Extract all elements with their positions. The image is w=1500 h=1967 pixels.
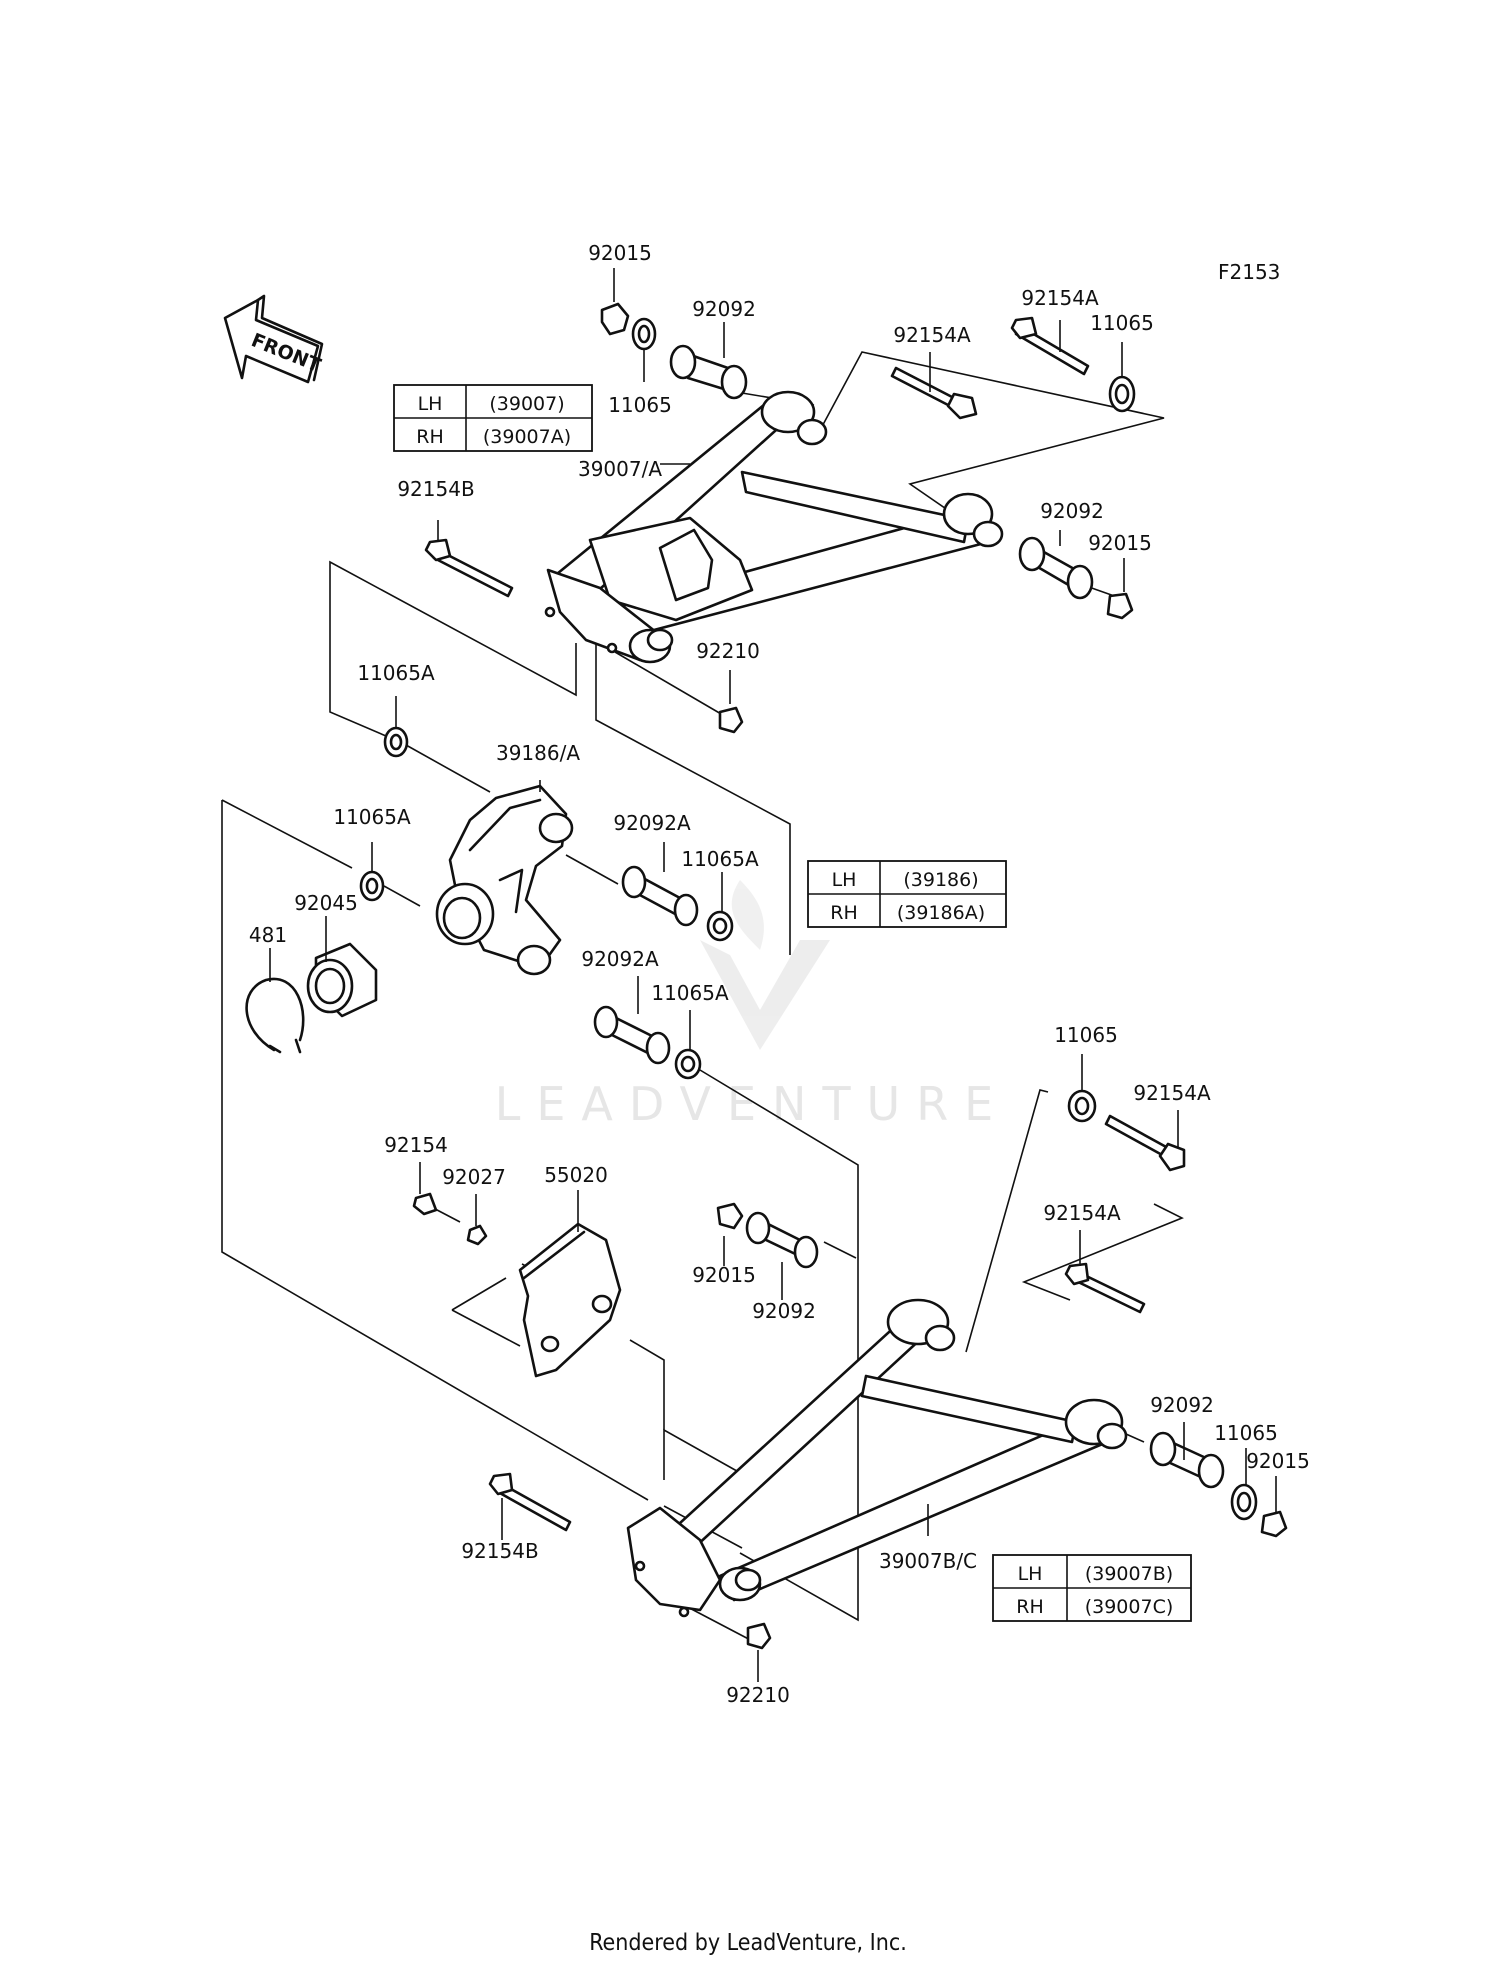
- nut-92015-lower: [716, 1202, 744, 1230]
- table-cell: LH: [1018, 1563, 1043, 1585]
- label-92092-upper-right: 92092: [1040, 499, 1104, 523]
- footer-text: Rendered by LeadVenture, Inc.: [589, 1930, 907, 1956]
- label-92154-small: 92154: [384, 1133, 448, 1157]
- label-92210-lower: 92210: [726, 1683, 790, 1707]
- ring-481: [245, 977, 305, 1054]
- table-cell: (39007): [489, 393, 564, 415]
- label-92154B-lower: 92154B: [461, 1539, 538, 1563]
- label-92092-lower: 92092: [752, 1299, 816, 1323]
- label-11065A-a: 11065A: [357, 661, 435, 685]
- table-knuckle: LH (39186) RH (39186A): [807, 860, 1007, 928]
- label-481: 481: [249, 923, 287, 947]
- nut-92210-lower: [746, 1622, 772, 1650]
- table-cell: LH: [832, 869, 857, 891]
- washer-11065A-b: [359, 870, 385, 902]
- washer-11065A-a: [383, 726, 409, 758]
- table-cell: (39186A): [897, 902, 985, 924]
- leader-lines: [269, 268, 1277, 1682]
- nut-92015-upper-right: [1106, 592, 1134, 620]
- label-55020: 55020: [544, 1163, 608, 1187]
- label-92092A-b: 92092A: [581, 947, 659, 971]
- leadventure-logo-icon: [700, 880, 830, 1050]
- table-cell: (39186): [903, 869, 978, 891]
- label-11065-top-right: 11065: [1090, 311, 1154, 335]
- table-lower-arm: LH (39007B) RH (39007C): [992, 1554, 1192, 1622]
- bolt-92154A-lower-b: [1064, 1262, 1146, 1314]
- bearing-92045: [306, 942, 378, 1018]
- label-92154A-lower-b: 92154A: [1043, 1201, 1121, 1225]
- label-39007-A: 39007/A: [578, 457, 662, 481]
- label-92045: 92045: [294, 891, 358, 915]
- label-92015-lower: 92015: [692, 1263, 756, 1287]
- label-92210-top: 92210: [696, 639, 760, 663]
- table-cell: RH: [830, 902, 858, 924]
- guard-55020: [518, 1222, 622, 1378]
- nut-92015-top: [600, 302, 630, 336]
- lower-a-arm: [626, 1298, 1128, 1618]
- label-92092-top: 92092: [692, 297, 756, 321]
- washer-11065-lower: [1067, 1089, 1097, 1123]
- bolt-92154A-top-b: [1010, 316, 1090, 376]
- front-direction-arrow-icon: FRONT: [223, 294, 324, 384]
- bolt-92154A-top-a: [890, 366, 978, 420]
- bush-92092A-b: [593, 1005, 671, 1065]
- bush-92092-top: [669, 344, 748, 400]
- washer-11065-lower-right: [1230, 1483, 1258, 1521]
- bush-92092-lower-right: [1149, 1431, 1225, 1489]
- upper-a-arm: [544, 390, 1004, 664]
- bush-92092-lower: [745, 1211, 819, 1269]
- label-11065A-c: 11065A: [681, 847, 759, 871]
- washer-11065-top: [631, 317, 657, 351]
- table-cell: LH: [418, 393, 443, 415]
- watermark-text: LEADVENTURE: [495, 1077, 1010, 1131]
- label-92027: 92027: [442, 1165, 506, 1189]
- table-cell: (39007B): [1085, 1563, 1173, 1585]
- table-cell: (39007A): [483, 426, 571, 448]
- label-11065-lower-right: 11065: [1214, 1421, 1278, 1445]
- washer-11065A-c: [706, 910, 734, 942]
- label-92154A-lower-a: 92154A: [1133, 1081, 1211, 1105]
- label-11065-lower: 11065: [1054, 1023, 1118, 1047]
- label-39186-A: 39186/A: [496, 741, 580, 765]
- nut-92015-lower-right: [1260, 1510, 1288, 1538]
- label-39007B-C: 39007B/C: [879, 1549, 977, 1573]
- bush-92092-upper-right: [1018, 536, 1094, 600]
- label-11065A-b: 11065A: [333, 805, 411, 829]
- bolt-92154B-top: [424, 538, 514, 598]
- table-cell: (39007C): [1085, 1596, 1174, 1618]
- label-92092-lower-right: 92092: [1150, 1393, 1214, 1417]
- label-92154B-top: 92154B: [397, 477, 474, 501]
- nut-92210-top: [718, 706, 744, 734]
- label-92154A-top-a: 92154A: [893, 323, 971, 347]
- part-labels: 92015 11065 92092 92154A 92154A 11065 39…: [249, 241, 1310, 1707]
- nut-92027: [466, 1224, 488, 1246]
- washer-11065A-d: [674, 1048, 702, 1080]
- label-92154A-top-b: 92154A: [1021, 286, 1099, 310]
- table-upper-arm: LH (39007) RH (39007A): [393, 384, 593, 452]
- table-cell: RH: [1016, 1596, 1044, 1618]
- knuckle-39186: [435, 784, 574, 976]
- diagram-code: F2153: [1218, 260, 1280, 284]
- label-92092A-a: 92092A: [613, 811, 691, 835]
- label-11065A-d: 11065A: [651, 981, 729, 1005]
- table-cell: RH: [416, 426, 444, 448]
- bush-92092A-a: [621, 865, 699, 927]
- bolt-92154-small: [412, 1192, 438, 1216]
- label-11065-top: 11065: [608, 393, 672, 417]
- bolt-92154A-lower-a: [1104, 1114, 1186, 1172]
- label-92015-upper-right: 92015: [1088, 531, 1152, 555]
- label-92015-lower-right: 92015: [1246, 1449, 1310, 1473]
- bolt-92154B-lower: [488, 1472, 572, 1532]
- label-92015-top: 92015: [588, 241, 652, 265]
- washer-11065-top-right: [1108, 375, 1136, 413]
